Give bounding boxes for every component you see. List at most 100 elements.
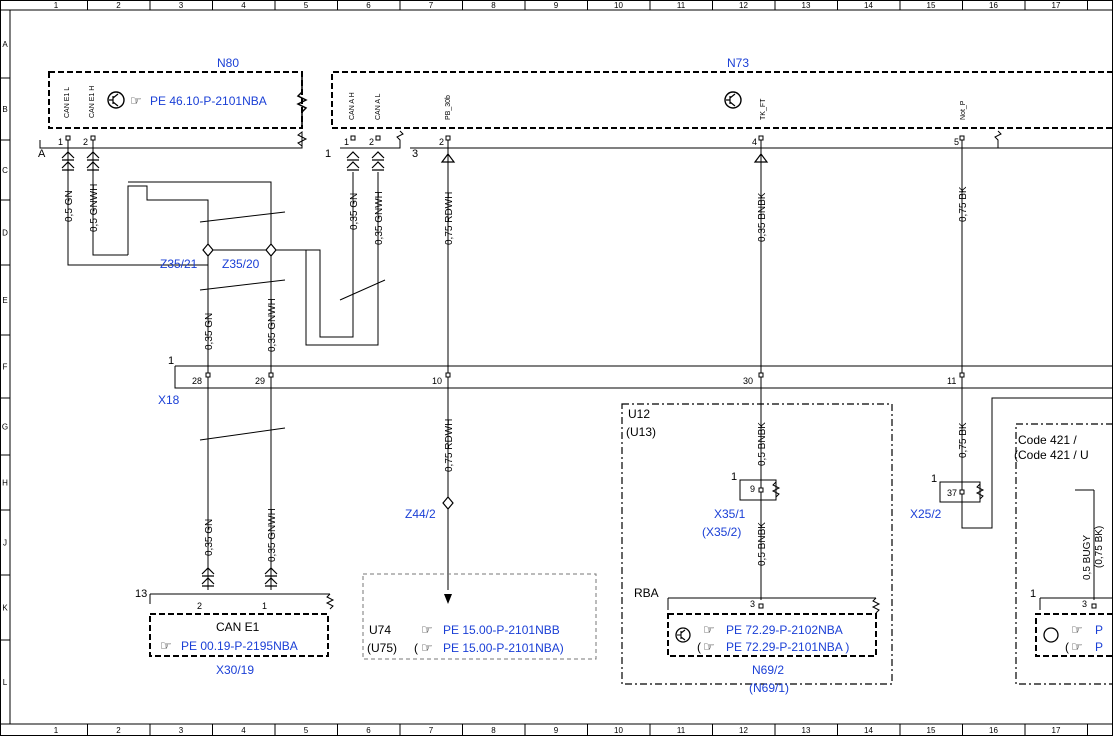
column-label: 9 — [554, 726, 559, 735]
n69-2-ref1[interactable]: PE 72.29-P-2102NBA — [726, 623, 843, 637]
splice-labels: Z35/21 Z35/20 Z44/2 — [160, 257, 436, 521]
column-label: 4 — [241, 1, 246, 10]
svg-text:0,35 GNWH: 0,35 GNWH — [267, 508, 278, 562]
svg-text:(0,75 BK): (0,75 BK) — [1094, 526, 1105, 568]
row-label: G — [2, 423, 8, 432]
column-label: 17 — [1052, 1, 1061, 10]
svg-text:Z44/2: Z44/2 — [405, 507, 436, 521]
column-label: 1 — [54, 726, 59, 735]
n69-2-ref2[interactable]: PE 72.29-P-2101NBA ) — [726, 640, 849, 654]
pointer-hand-icon: ☞ — [421, 622, 433, 637]
svg-text:P: P — [1095, 640, 1103, 654]
svg-text:N69/2: N69/2 — [752, 663, 784, 677]
pin-label: Not_P — [960, 100, 967, 120]
pointer-hand-icon: ☞ — [421, 640, 433, 655]
pin-label: CAN E1 H — [89, 86, 96, 118]
pointer-hand-icon: ☞ — [703, 639, 715, 654]
svg-text:X35/1: X35/1 — [714, 507, 746, 521]
svg-text:3: 3 — [1082, 599, 1087, 609]
column-label: 13 — [802, 1, 811, 10]
u74-ref2[interactable]: PE 15.00-P-2101NBA) — [443, 641, 564, 655]
transistor-icon — [1043, 627, 1059, 643]
column-label: 6 — [366, 1, 371, 10]
u74-ref1[interactable]: PE 15.00-P-2101NBB — [443, 623, 560, 637]
svg-text:Z35/20: Z35/20 — [222, 257, 260, 271]
column-label: 12 — [739, 1, 748, 10]
column-label: 15 — [927, 726, 936, 735]
splice-points — [202, 243, 454, 510]
svg-text:0,5 BNBK: 0,5 BNBK — [757, 422, 768, 466]
column-label: 4 — [241, 726, 246, 735]
column-label: 5 — [304, 1, 309, 10]
column-label: 9 — [554, 1, 559, 10]
pointer-hand-icon: ☞ — [1071, 639, 1083, 654]
svg-text:0,35 BNBK: 0,35 BNBK — [757, 192, 768, 242]
pin-markers — [65, 135, 965, 141]
transistor-icon — [724, 91, 742, 109]
svg-text:0,5 BUGY: 0,5 BUGY — [1082, 535, 1093, 580]
svg-text:28: 28 — [192, 376, 202, 386]
svg-text:(: ( — [1065, 640, 1069, 654]
svg-text:0,5 GN: 0,5 GN — [64, 190, 75, 222]
pin-label: PB_30b — [445, 95, 452, 120]
pin-number: 1 — [58, 137, 63, 147]
pin-label: CAN E1 L — [64, 87, 71, 118]
svg-text:0,5 GNWH: 0,5 GNWH — [89, 184, 100, 232]
svg-text:(Code 421 / U: (Code 421 / U — [1014, 448, 1089, 462]
column-label: 3 — [179, 726, 184, 735]
pin-number: 5 — [954, 137, 959, 147]
column-label: 14 — [864, 1, 873, 10]
svg-text:3: 3 — [750, 599, 755, 609]
column-label: 17 — [1052, 726, 1061, 735]
transistor-icon — [675, 627, 691, 643]
row-label: B — [2, 105, 7, 114]
component-code421: Code 421 / (Code 421 / U 1 3 ☞ P ( ☞ P — [1014, 423, 1113, 685]
column-label: 8 — [491, 1, 496, 10]
pointer-hand-icon: ☞ — [703, 622, 715, 637]
svg-text:1: 1 — [262, 601, 267, 611]
n80-id: N80 — [217, 56, 239, 70]
svg-text:U12: U12 — [628, 407, 650, 421]
column-label: 5 — [304, 726, 309, 735]
connector-x25-2: 1 37 X25/2 — [910, 473, 985, 521]
pointer-hand-icon: ☞ — [130, 93, 142, 108]
svg-text:RBA: RBA — [634, 586, 659, 600]
pin-number: 2 — [83, 137, 88, 147]
svg-text:37: 37 — [947, 488, 957, 498]
row-label: L — [3, 678, 8, 687]
pointer-hand-icon: ☞ — [1071, 622, 1083, 637]
column-label: 10 — [614, 1, 623, 10]
svg-text:U74: U74 — [369, 623, 391, 637]
svg-text:1: 1 — [168, 355, 174, 367]
svg-text:CAN E1: CAN E1 — [216, 620, 260, 634]
svg-text:0,75 BK: 0,75 BK — [958, 422, 969, 458]
row-label: K — [2, 604, 8, 613]
svg-text:0,35 GNWH: 0,35 GNWH — [267, 298, 278, 352]
component-u12: U12 (U13) 1 9 X35/1 (X35/2) RBA 3 ☞ PE 7… — [621, 403, 893, 695]
svg-text:1: 1 — [931, 473, 937, 485]
component-n73: N73 CAN A H CAN A L PB_30b TK_FT Not_P 1… — [325, 56, 1113, 160]
svg-text:0,5 BNBK: 0,5 BNBK — [757, 522, 768, 566]
svg-text:11: 11 — [947, 376, 956, 386]
svg-text:X30/19: X30/19 — [216, 663, 254, 677]
x30-19-ref[interactable]: PE 00.19-P-2195NBA — [181, 639, 298, 653]
connector-x18: 1 X18 28 29 10 30 11 — [158, 355, 1113, 407]
pin-number: 1 — [344, 137, 349, 147]
svg-text:0,35 GN: 0,35 GN — [349, 193, 360, 230]
pin-number: 4 — [752, 137, 757, 147]
n80-ref[interactable]: PE 46.10-P-2101NBA — [150, 94, 267, 108]
pin-label: CAN A L — [375, 93, 382, 120]
pointer-hand-icon: ☞ — [160, 638, 172, 653]
column-label: 16 — [989, 726, 998, 735]
column-label: 6 — [366, 726, 371, 735]
connector-label: A — [38, 148, 46, 160]
column-label: 3 — [179, 1, 184, 10]
wires — [67, 140, 1113, 600]
arrow-down-icon — [444, 594, 452, 604]
svg-text:10: 10 — [432, 376, 442, 386]
svg-text:2: 2 — [197, 601, 202, 611]
svg-text:X18: X18 — [158, 393, 180, 407]
svg-text:Z35/21: Z35/21 — [160, 257, 198, 271]
